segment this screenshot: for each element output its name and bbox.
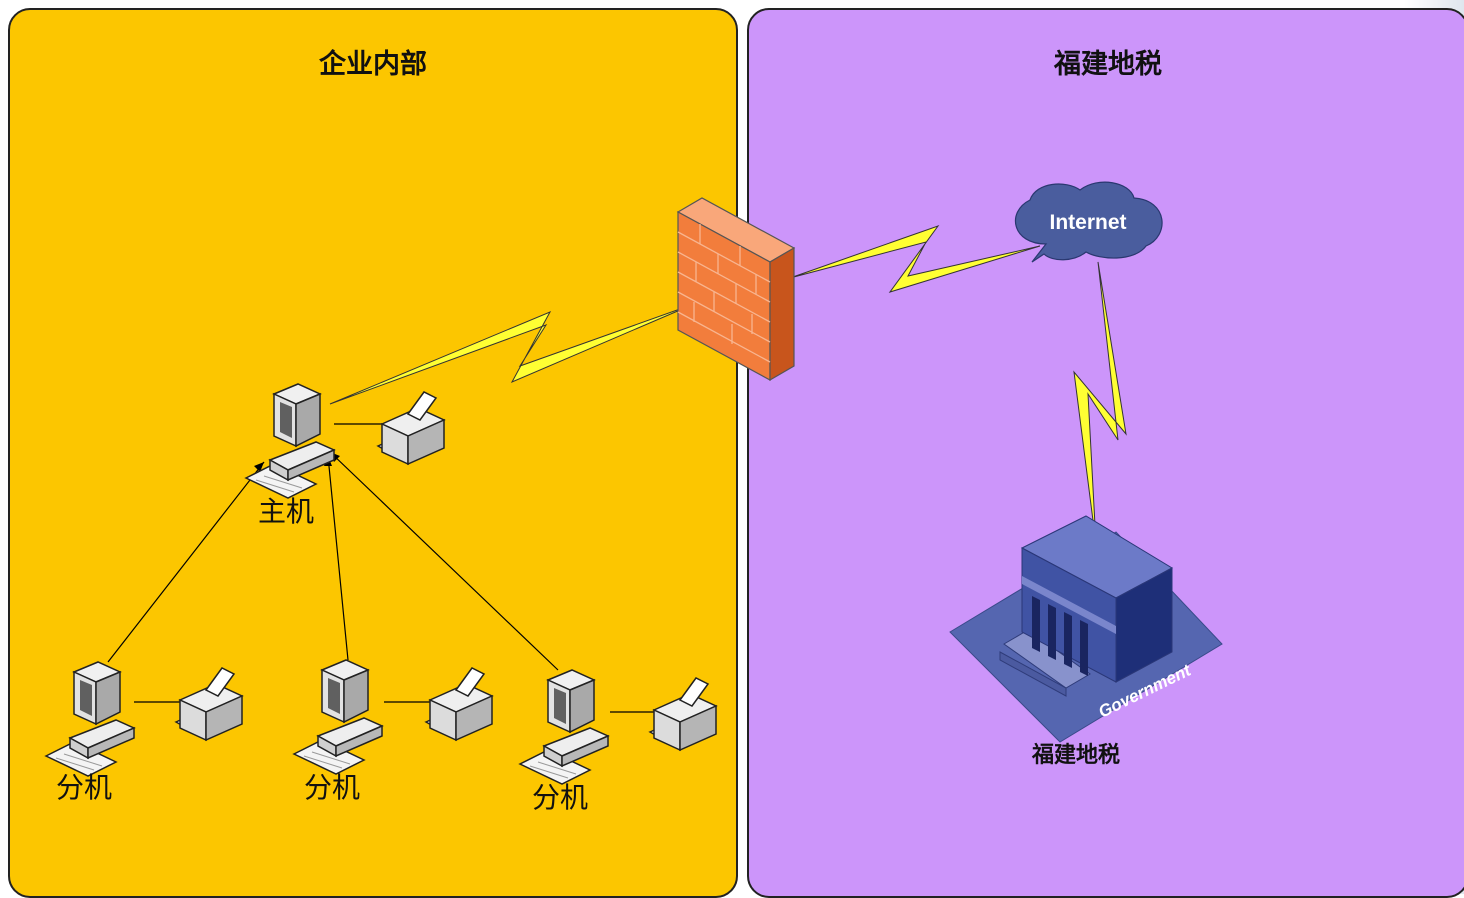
- branch-computer-icon-1: [45, 661, 135, 777]
- branch-printer-icon-3: [649, 677, 717, 751]
- enterprise-internal-panel: 企业内部: [8, 8, 738, 898]
- branch-printer-icon-1: [175, 667, 243, 741]
- tax-panel-title: 福建地税: [1054, 49, 1162, 80]
- government-label: 福建地税: [1032, 743, 1121, 768]
- internet-label: Internet: [1049, 211, 1126, 234]
- branch-label-1: 分机: [56, 771, 113, 804]
- lightning-firewall-internet: [789, 224, 1041, 293]
- host-printer-icon: [377, 391, 445, 465]
- internet-cloud-icon: Internet: [1014, 181, 1163, 263]
- enterprise-panel-title: 企业内部: [319, 49, 427, 80]
- government-building-icon: Government: [949, 515, 1223, 743]
- lightning-host-firewall: [329, 303, 695, 405]
- firewall-icon: [676, 197, 796, 382]
- branch-computer-icon-3: [519, 669, 609, 785]
- branch-label-3: 分机: [532, 781, 589, 814]
- host-label: 主机: [258, 495, 315, 528]
- host-computer-icon: [245, 383, 335, 499]
- pc-printer-cables: [134, 423, 660, 713]
- lightning-internet-government: [1073, 261, 1127, 545]
- branch-label-2: 分机: [304, 771, 361, 804]
- branch-printer-icon-2: [425, 667, 493, 741]
- branch-to-host-arrows: [107, 451, 559, 671]
- branch-computer-icon-2: [293, 659, 383, 775]
